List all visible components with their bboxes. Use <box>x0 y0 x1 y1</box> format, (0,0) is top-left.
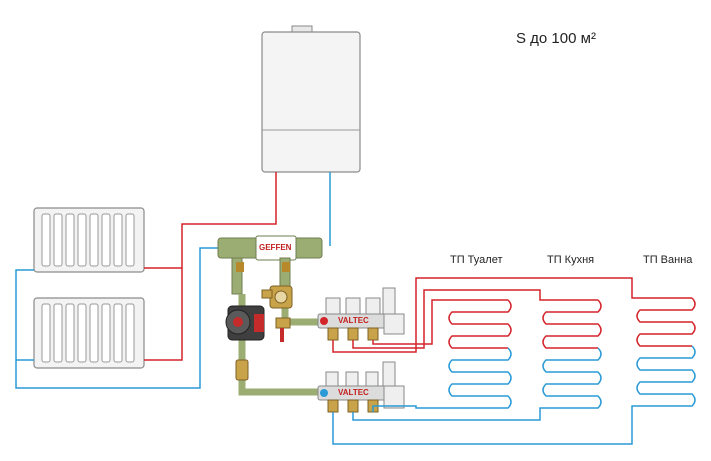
boiler <box>261 25 361 173</box>
return-pipe-radiators <box>15 247 226 389</box>
separator-brand-label: GEFFEN <box>259 243 292 252</box>
manifold-supply <box>317 287 405 341</box>
radiator-lower <box>33 297 145 369</box>
area-label: S до 100 м² <box>516 30 596 47</box>
hydraulic-separator <box>217 235 323 295</box>
return-valve <box>235 359 249 381</box>
ball-valve <box>275 317 291 342</box>
feed-zone-3 <box>372 299 508 345</box>
manifold-supply-brand-label: VALTEC <box>338 316 369 325</box>
loop-zone-2 <box>352 299 602 421</box>
zone-label-toilet: ТП Туалет <box>450 254 503 266</box>
zone-label-kitchen: ТП Кухня <box>547 254 595 266</box>
zone-label-bathroom: ТП Ванна <box>643 254 693 266</box>
manifold-return-brand-label: VALTEC <box>338 388 369 397</box>
feed-zone-1 <box>332 277 692 353</box>
loop-zone-3 <box>332 297 696 445</box>
feed-zone-2 <box>352 289 598 349</box>
mixing-valve <box>261 285 293 309</box>
circulation-pump <box>225 305 265 341</box>
radiator-upper <box>33 207 145 273</box>
manifold-return <box>317 361 405 413</box>
supply-pipe-boiler <box>144 172 277 361</box>
loop-zone-1 <box>372 299 512 412</box>
